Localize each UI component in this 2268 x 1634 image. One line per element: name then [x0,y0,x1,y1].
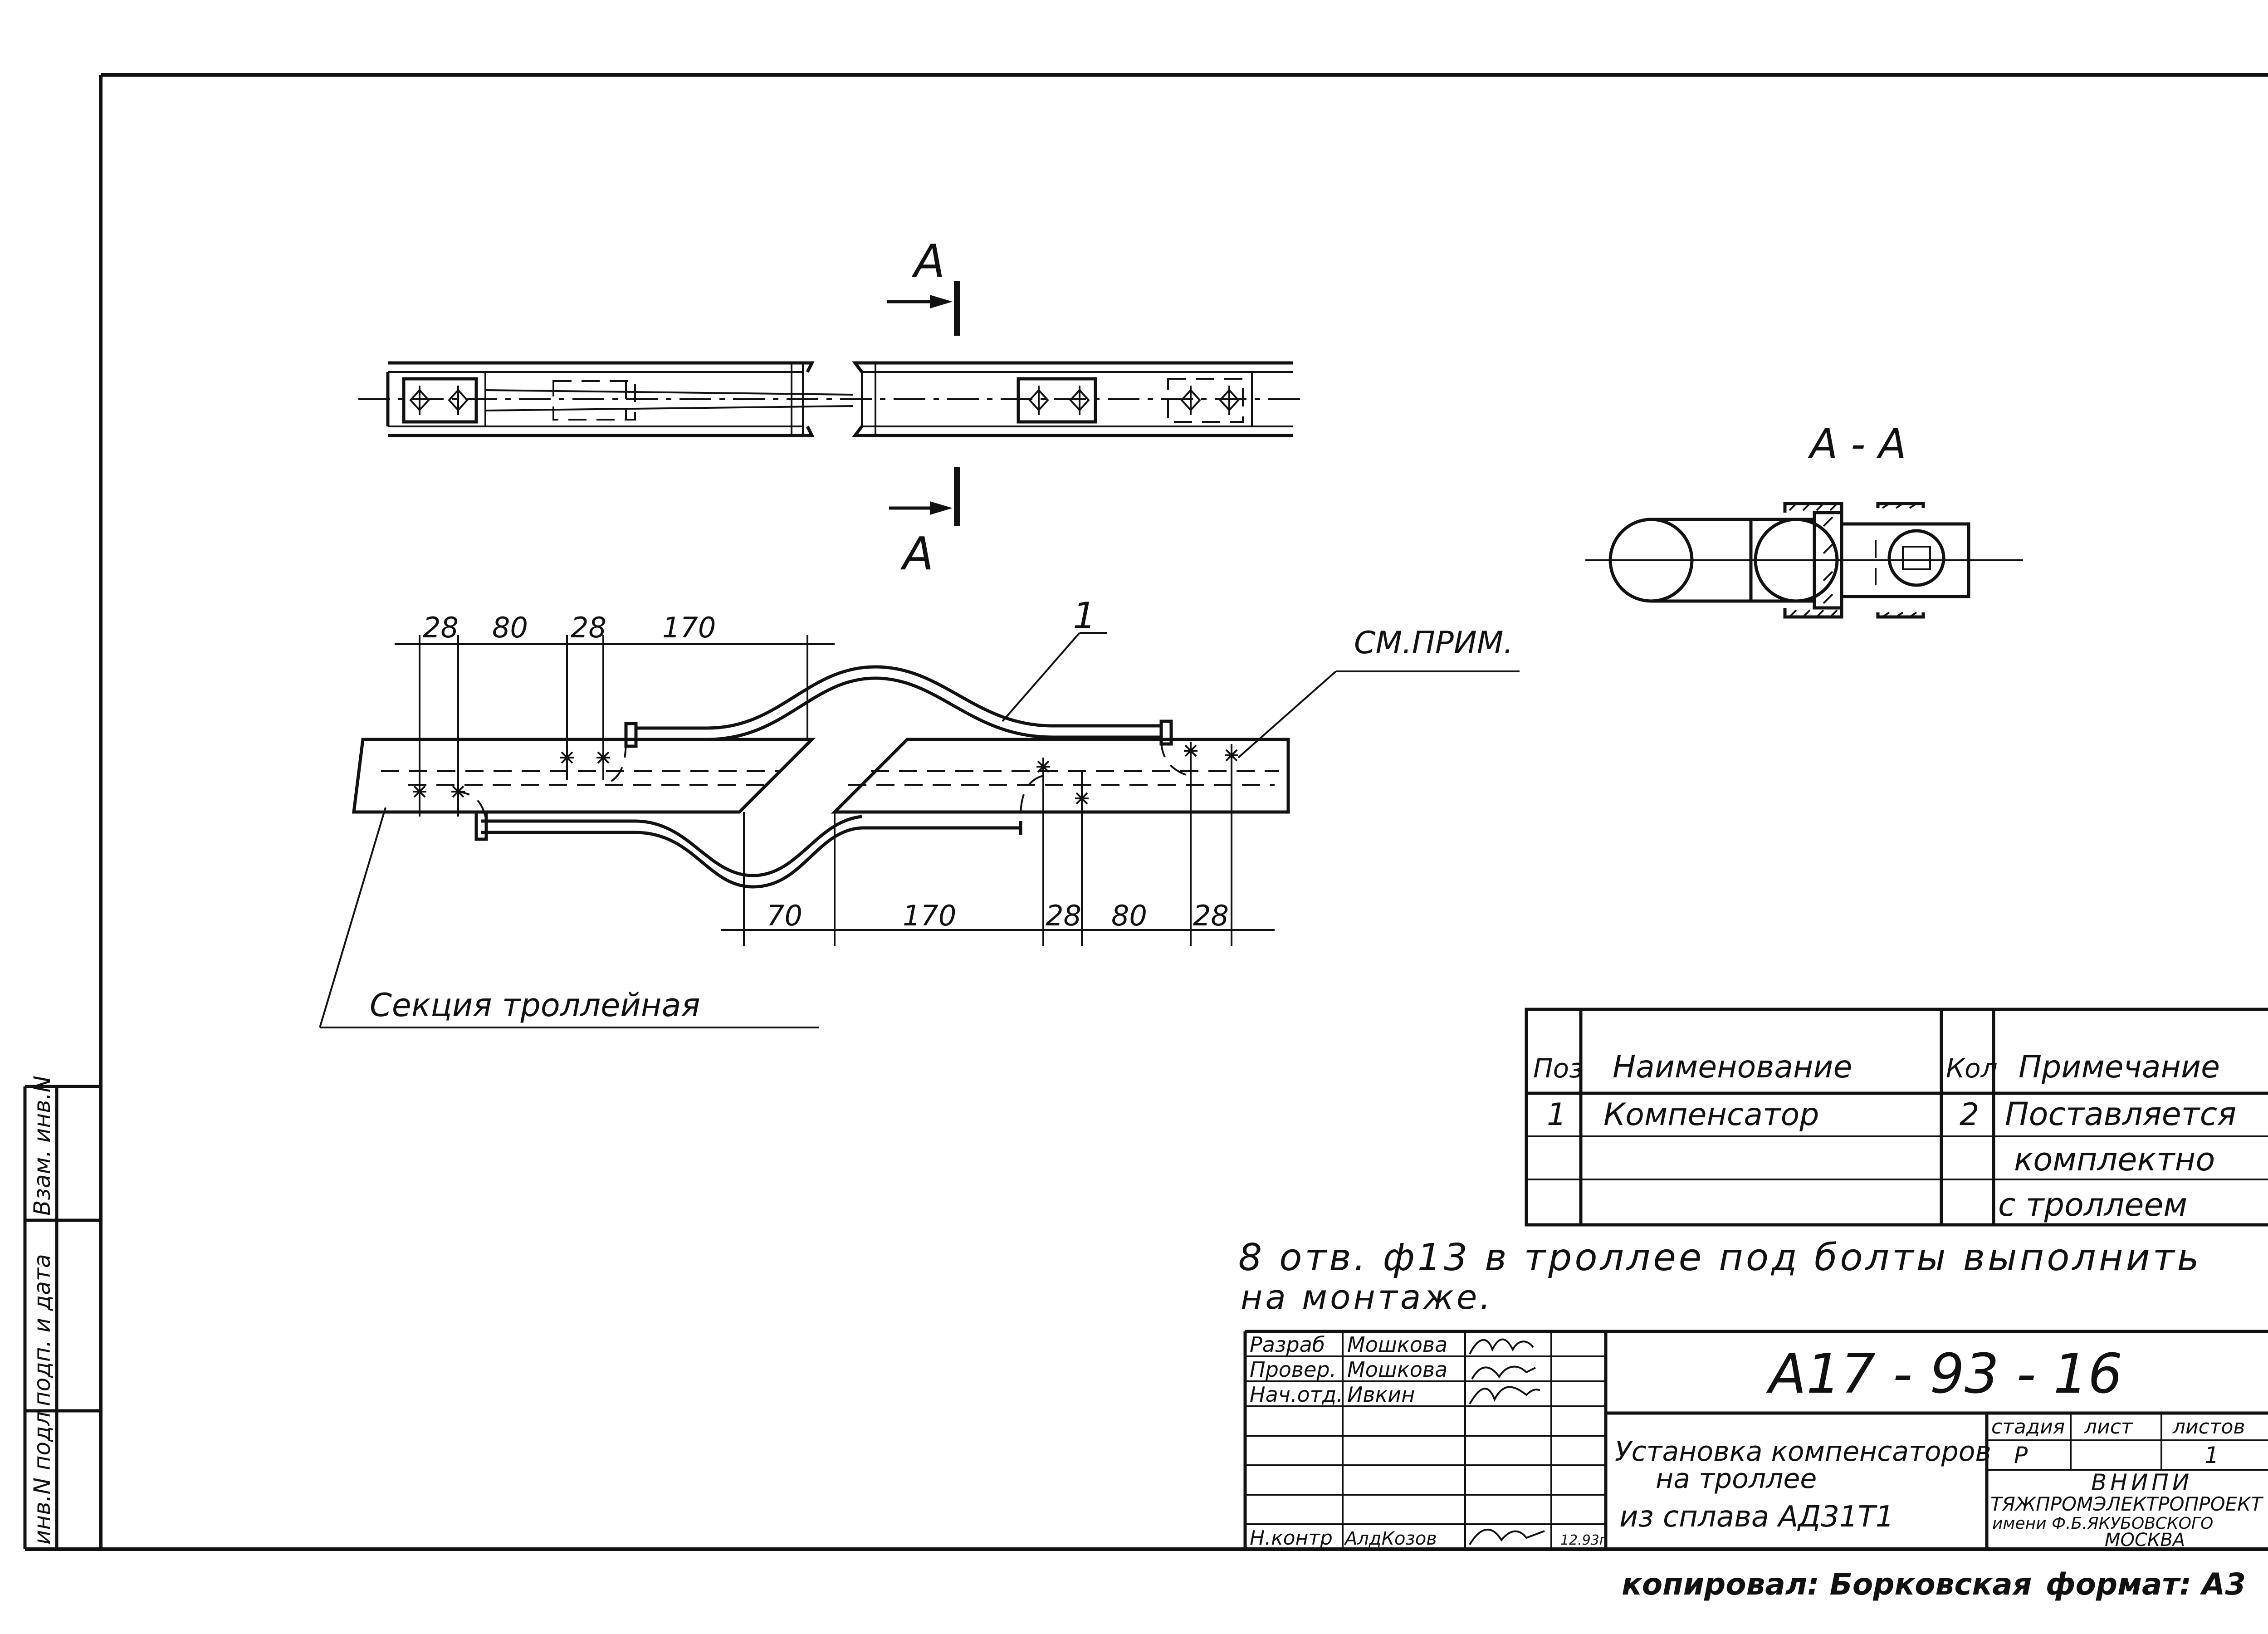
title-line-1: Установка компенсаторов [1615,1436,1991,1468]
spec-row-note-1: Поставляется [2005,1096,2236,1133]
role-7: Н.контр [1250,1526,1333,1550]
spec-row-note-2: комплектно [2014,1141,2215,1178]
org-line-1: ВНИПИ [2091,1469,2193,1496]
detail-bolt-marks [413,742,1238,805]
detail-view: 28 80 28 170 70 170 28 80 28 1 СМ.ПРИМ. … [319,595,1520,1028]
title-block: Разраб Мошкова Провер. Мошкова Нач.отд. … [1243,1330,2268,1551]
drawing-note: 8 отв. ф13 в троллее под болты выполнить… [1238,1236,2202,1317]
sheet-header: лист [2084,1415,2133,1438]
signatures [1469,1338,1545,1546]
section-view-title: A - A [1808,421,1906,468]
org-line-4: МОСКВА [2105,1530,2185,1551]
sheets-value: 1 [2204,1442,2219,1468]
spec-row-pos: 1 [1547,1097,1566,1133]
name-1: Мошкова [1347,1332,1447,1357]
section-mark-top: A [911,235,945,288]
role-2: Провер. [1250,1357,1336,1382]
sheet-frame [25,73,2268,1551]
dim-bottom-4: 80 [1111,899,1147,932]
spec-row-name: Компенсатор [1603,1097,1819,1133]
trolley-section-label: Секция троллейная [370,987,700,1024]
footer: копировал: Борковская формат: А3 [1622,1567,2246,1602]
dim-bottom-5: 28 [1193,899,1229,932]
position-callout: 1 [1073,595,1096,637]
copied-by: копировал: Борковская [1622,1567,2032,1602]
side-stamp: Взам. инв.N подп. и дата инв.N подл [23,1076,101,1549]
note-line-2: на монтаже. [1241,1278,1493,1317]
org-line-3: имени Ф.Б.ЯКУБОВСКОГО [1992,1514,2213,1533]
stage-header: стадия [1991,1415,2065,1438]
plan-bolt-marks [409,386,1240,415]
stamp-label-inv-orig: инв.N подл [29,1411,55,1545]
dim-bottom-1: 70 [767,899,802,932]
section-cut-mark [887,281,960,526]
dim-bottom-2: 170 [903,899,956,932]
spec-header-name: Наименование [1613,1049,1852,1085]
role-3: Нач.отд. [1250,1382,1343,1407]
dim-bottom-3: 28 [1046,899,1081,932]
note-line-1: 8 отв. ф13 в троллее под болты выполнить [1238,1236,2202,1279]
sheets-header: листов [2172,1415,2245,1438]
dim-top-2: 80 [492,611,528,644]
name-7: АлдКозов [1344,1528,1437,1549]
section-mark-bottom: A [900,527,934,580]
org-line-2: ТЯЖПРОМЭЛЕКТРОПРОЕКТ [1990,1493,2264,1515]
drawing-number: А17 - 93 - 16 [1766,1343,2122,1406]
dim-top-3: 28 [571,611,606,644]
role-1: Разраб [1250,1332,1325,1357]
approval-date: 12.93г [1560,1532,1607,1548]
sheet-format: формат: А3 [2046,1567,2246,1602]
stamp-label-replace-inv: Взам. инв.N [29,1076,55,1216]
plan-view: A A [358,235,1302,580]
title-line-3: из сплава АД31Т1 [1619,1500,1894,1534]
spec-row-note-3: с троллеем [1998,1186,2187,1223]
name-3: Ивкин [1347,1382,1415,1407]
spec-header-pos: Поз [1533,1053,1583,1084]
spec-row-qty: 2 [1960,1097,1979,1133]
dim-top-1: 28 [423,611,459,644]
title-line-2: на троллее [1656,1463,1817,1495]
spec-header-note: Примечание [2019,1049,2220,1085]
stage-value: Р [2014,1442,2028,1468]
note-reference: СМ.ПРИМ. [1354,625,1513,661]
spec-header-qty: Кол [1946,1053,1998,1084]
section-view-aa: A - A [1585,421,2023,619]
spec-table: Поз Наименование Кол Примечание 1 Компен… [1525,1008,2268,1227]
dim-top-4: 170 [662,611,716,644]
stamp-label-sign-date: подп. и дата [29,1254,55,1406]
name-2: Мошкова [1347,1357,1447,1382]
